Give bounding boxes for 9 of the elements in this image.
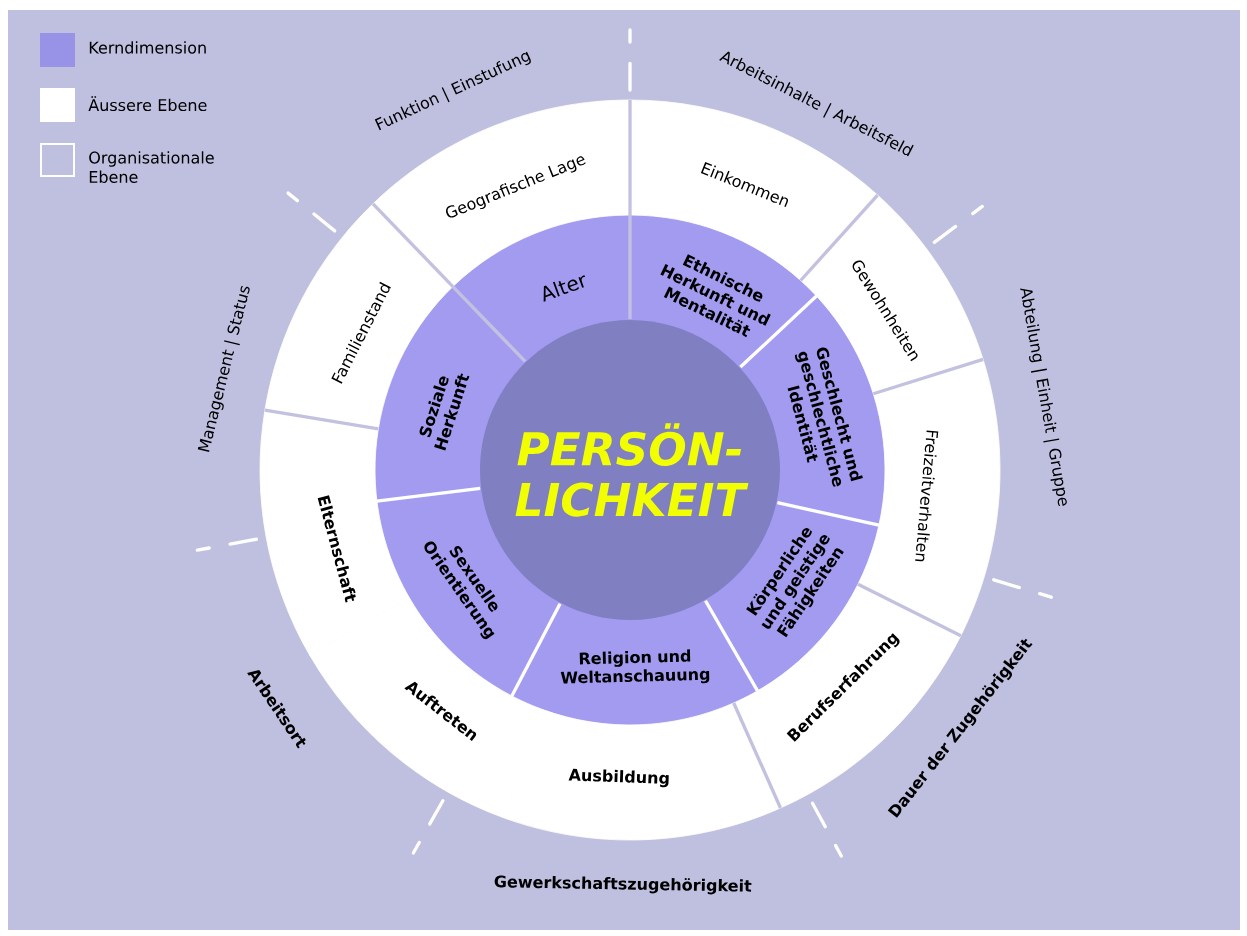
legend-label: Äussere Ebene: [88, 96, 207, 112]
legend-label: Organisationale Ebene: [89, 151, 214, 183]
core-label: Alter: [543, 275, 586, 302]
outer-label: Ausbildung: [568, 768, 669, 788]
outer-label: Freizeitverhalten: [915, 430, 939, 562]
ring-label: Gewerkschaftszugehörigkeit: [494, 875, 752, 895]
core-label: Religion und Weltanschauung: [560, 649, 710, 684]
ring-label: Abteilung | Einheit | Gruppe: [1020, 288, 1067, 507]
legend-label: Kerndimension: [89, 41, 206, 54]
